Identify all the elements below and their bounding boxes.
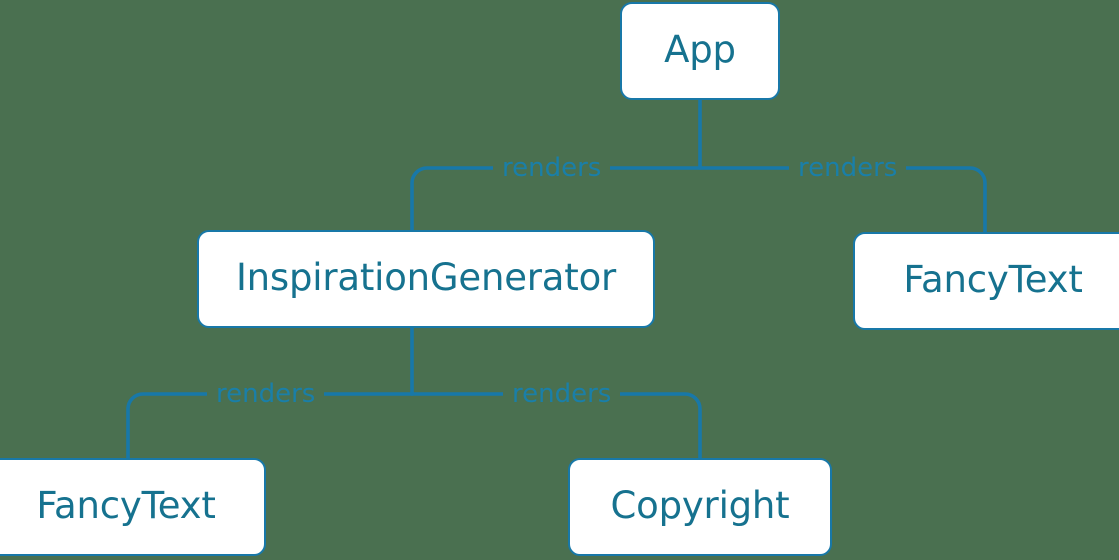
edge-label-inspiration-to-copyright: renders [503,381,621,407]
node-copyright-label: Copyright [610,484,790,527]
edge-label-app-to-inspiration: renders [493,155,611,181]
node-inspirationgenerator[interactable]: InspirationGenerator [197,230,655,328]
node-fancytext-left-label: FancyText [36,484,216,527]
node-fancytext-left[interactable]: FancyText [0,458,266,556]
edge-label-inspiration-to-fancytext-left: renders [207,381,325,407]
node-app[interactable]: App [620,2,780,100]
node-app-label: App [664,28,736,71]
node-inspirationgenerator-label: InspirationGenerator [235,256,617,299]
node-fancytext-right[interactable]: FancyText [853,232,1119,330]
node-fancytext-right-label: FancyText [903,258,1083,301]
edge-label-app-to-fancytext-right: renders [789,155,907,181]
node-copyright[interactable]: Copyright [568,458,832,556]
